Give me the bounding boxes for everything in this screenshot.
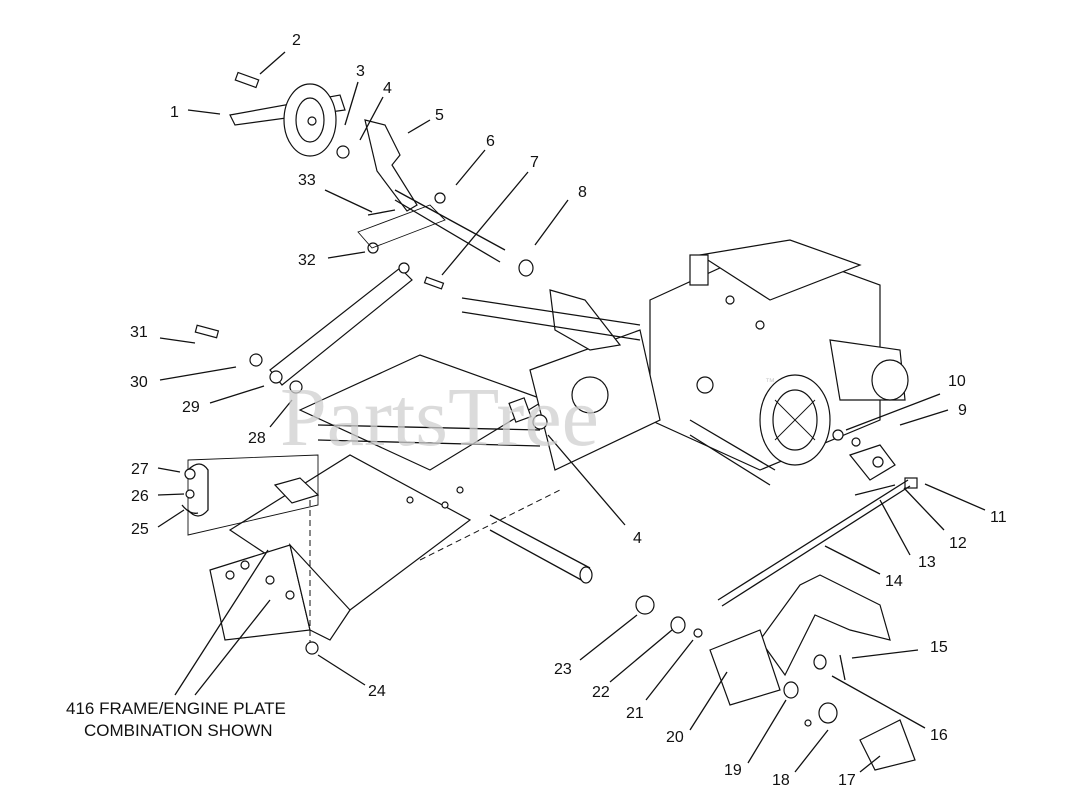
callout-12: 12 bbox=[949, 535, 967, 552]
side-plate bbox=[508, 289, 661, 471]
callout-13: 13 bbox=[918, 554, 936, 571]
callout-2: 2 bbox=[292, 32, 301, 49]
pedal-assembly bbox=[305, 574, 916, 771]
frame-engine-plate bbox=[209, 354, 561, 650]
callout-7: 7 bbox=[530, 154, 539, 171]
callout-10: 10 bbox=[948, 373, 966, 390]
callout-25: 25 bbox=[131, 521, 149, 538]
callout-1: 1 bbox=[170, 104, 179, 121]
callout-33: 33 bbox=[298, 172, 316, 189]
callout-6: 6 bbox=[486, 133, 495, 150]
callout-32: 32 bbox=[298, 252, 316, 269]
callout-21: 21 bbox=[626, 705, 644, 722]
callout-16: 16 bbox=[930, 727, 948, 744]
callout-9: 9 bbox=[958, 402, 967, 419]
callout-22: 22 bbox=[592, 684, 610, 701]
leader-lines bbox=[157, 51, 986, 773]
callout-labels: 1 2 3 4 5 6 7 8 33 32 31 30 29 28 4 10 9… bbox=[130, 32, 1007, 789]
callout-3: 3 bbox=[356, 63, 365, 80]
watermark: PartsTree bbox=[280, 371, 599, 464]
callout-17: 17 bbox=[838, 772, 856, 789]
callout-28: 28 bbox=[248, 430, 266, 447]
linkage-right bbox=[717, 429, 918, 607]
caption-line-1: 416 FRAME/ENGINE PLATE bbox=[66, 699, 286, 718]
callout-29: 29 bbox=[182, 399, 200, 416]
callout-19: 19 bbox=[724, 762, 742, 779]
callout-30: 30 bbox=[130, 374, 148, 391]
cross-shafts bbox=[317, 297, 776, 584]
callout-5: 5 bbox=[435, 107, 444, 124]
spring-bracket bbox=[181, 454, 319, 536]
callout-14: 14 bbox=[885, 573, 903, 590]
callout-20: 20 bbox=[666, 729, 684, 746]
callout-23: 23 bbox=[554, 661, 572, 678]
callout-15: 15 bbox=[930, 639, 948, 656]
callout-4-top: 4 bbox=[383, 80, 392, 97]
callout-11: 11 bbox=[990, 509, 1007, 526]
callout-4-center: 4 bbox=[633, 530, 642, 547]
upper-shaft bbox=[357, 189, 534, 290]
pulley-assembly bbox=[229, 71, 418, 212]
callout-26: 26 bbox=[131, 488, 149, 505]
engine-block bbox=[649, 239, 909, 471]
watermark-trademark: ™ bbox=[765, 377, 775, 388]
callout-8: 8 bbox=[578, 184, 587, 201]
callout-27: 27 bbox=[131, 461, 149, 478]
callout-31: 31 bbox=[130, 324, 148, 341]
callout-18: 18 bbox=[772, 772, 790, 789]
strut-assembly bbox=[194, 262, 413, 394]
callout-24: 24 bbox=[368, 683, 386, 700]
caption-line-2: COMBINATION SHOWN bbox=[84, 721, 273, 740]
